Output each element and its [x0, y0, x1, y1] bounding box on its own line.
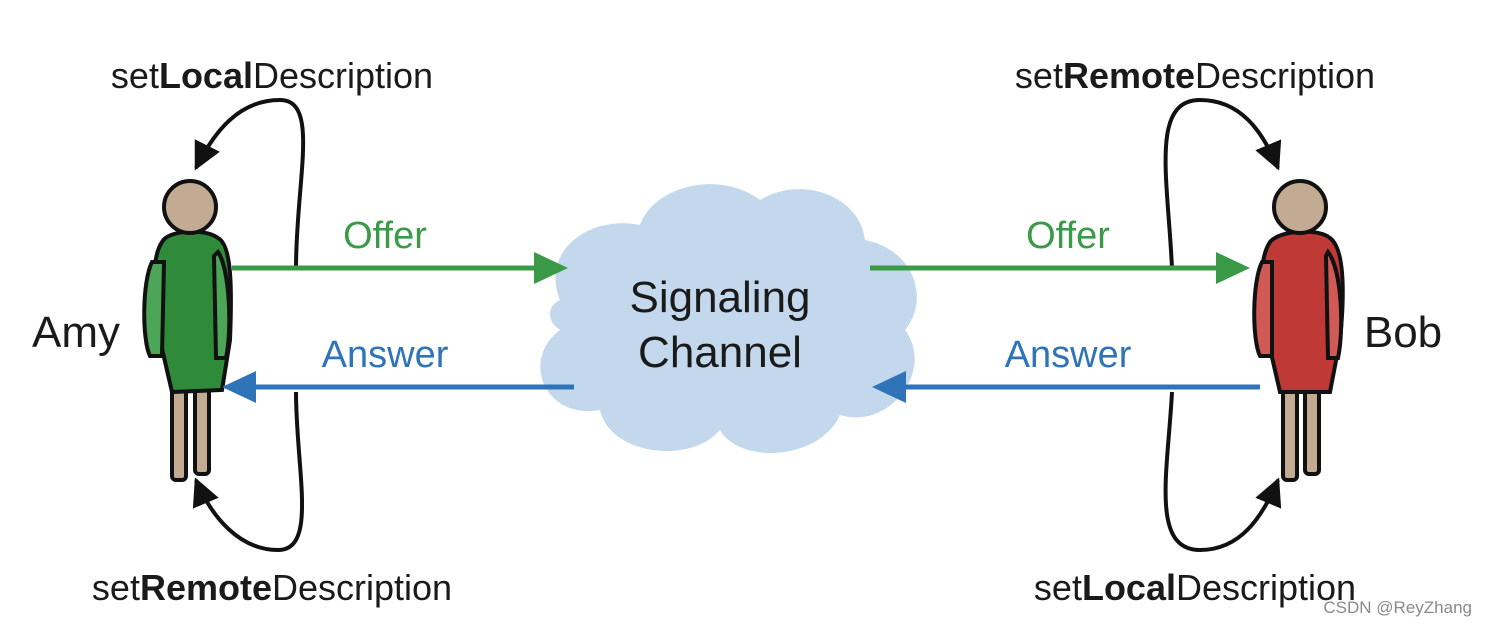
cloud-text-line2: Channel [638, 328, 802, 377]
amy-top-loop-arrow [194, 97, 306, 269]
answer-label-left: Answer [322, 334, 449, 376]
offer-label-right: Offer [1026, 215, 1110, 257]
bob-bottom-loop-arrow [1163, 391, 1282, 553]
watermark: CSDN @ReyZhang [1323, 598, 1472, 617]
amy-set-remote-description-label: setRemoteDescription [92, 567, 452, 608]
amy-set-local-description-label: setLocalDescription [111, 55, 433, 96]
person-amy: Amy [32, 308, 120, 357]
bob-top-loop-arrow [1163, 97, 1282, 269]
person-bob: Bob [1364, 308, 1442, 357]
offer-label-left: Offer [343, 215, 427, 257]
signaling-channel-cloud: Signaling Channel [540, 184, 917, 453]
bob-set-local-description-label: setLocalDescription [1034, 567, 1356, 608]
cloud-text-line1: Signaling [629, 273, 810, 322]
amy-figure [142, 179, 233, 482]
bob-set-remote-description-label: setRemoteDescription [1015, 55, 1375, 96]
answer-arrow-left [222, 371, 574, 403]
offer-arrow-right [870, 252, 1250, 284]
offer-arrow-left [232, 252, 568, 284]
answer-label-right: Answer [1005, 334, 1132, 376]
bob-figure [1252, 179, 1345, 482]
answer-arrow-right [872, 371, 1260, 403]
amy-bottom-loop-arrow [192, 391, 305, 553]
